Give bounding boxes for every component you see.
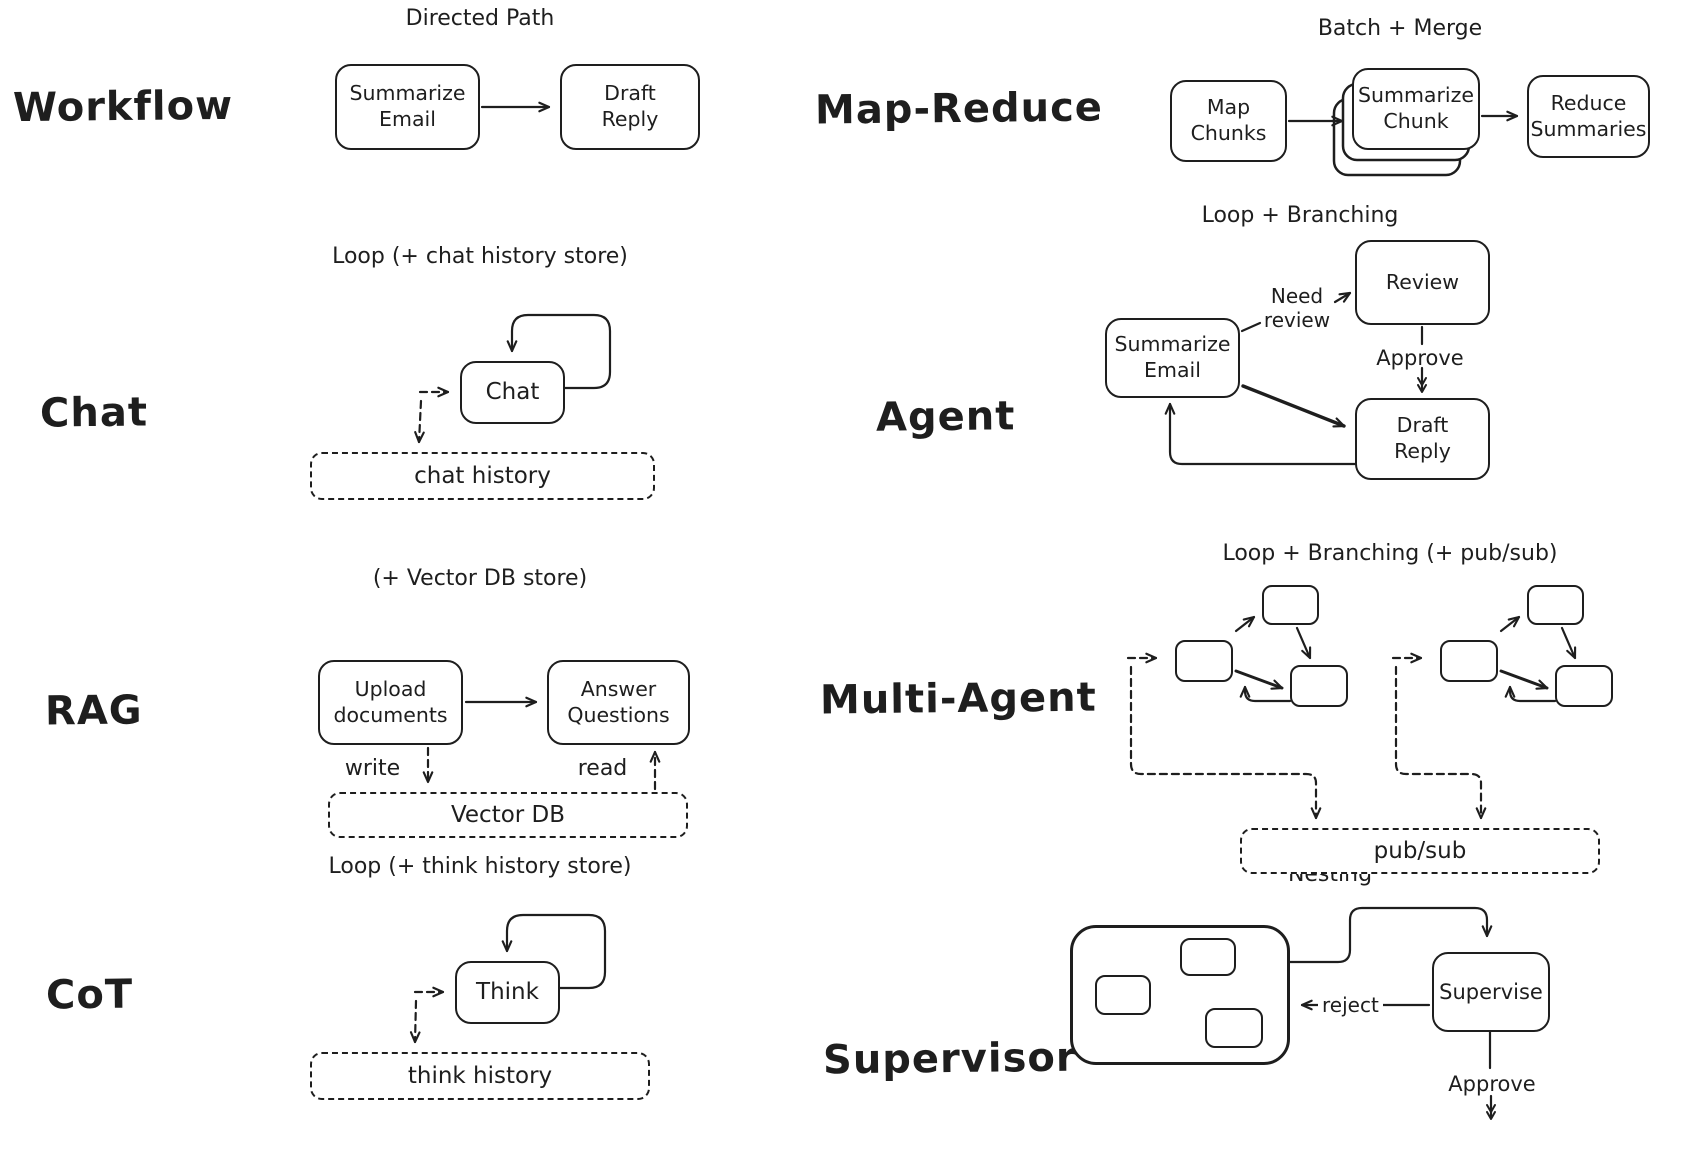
rag-read-label: read xyxy=(577,756,628,781)
supervisor-connector-edge xyxy=(1288,906,1493,964)
cluster2-top-arrow xyxy=(1499,615,1521,633)
cot-title: Loop (+ think history store) xyxy=(328,854,632,879)
cluster1-top-arrow xyxy=(1234,615,1256,633)
supervisor-inner-node-bottom xyxy=(1205,1008,1263,1048)
agent-approve-label: Approve xyxy=(1376,346,1464,370)
supervisor-label: Supervisor xyxy=(822,1034,1077,1084)
mapreduce-label: Map-Reduce xyxy=(814,84,1104,134)
supervisor-inner-node-left xyxy=(1095,975,1151,1015)
chat-store-edge xyxy=(414,399,425,444)
think-history-store: think history xyxy=(310,1052,650,1100)
rag-title: (+ Vector DB store) xyxy=(372,566,588,591)
cluster2-down-arrow xyxy=(1560,626,1577,660)
mapreduce-title: Batch + Merge xyxy=(1317,16,1483,41)
supervisor-approve-label: Approve xyxy=(1448,1072,1536,1096)
chat-loop-edge xyxy=(506,313,612,390)
mapreduce-node-map-chunks: Map Chunks xyxy=(1170,80,1287,162)
cluster2-thick-arrow xyxy=(1499,669,1549,690)
cluster2-pubsub-edge xyxy=(1394,665,1487,820)
rag-node-upload-documents: Upload documents xyxy=(318,660,463,745)
pubsub-store: pub/sub xyxy=(1240,828,1600,874)
agent-needreview-leader xyxy=(1240,321,1262,333)
workflow-node-draft-reply: Draft Reply xyxy=(560,64,700,150)
cluster1-node-top xyxy=(1262,585,1319,625)
cluster1-down-arrow xyxy=(1295,626,1312,660)
cluster2-node-top xyxy=(1527,585,1584,625)
multiagent-label: Multi-Agent xyxy=(819,674,1097,724)
cluster1-pubsub-edge xyxy=(1129,665,1322,820)
agent-node-summarize-email: Summarize Email xyxy=(1105,318,1240,398)
agent-node-review: Review xyxy=(1355,240,1490,325)
mapreduce-node-summarize-chunk: Summarize Chunk xyxy=(1352,68,1480,150)
chat-node-chat: Chat xyxy=(460,361,565,424)
supervisor-inner-node-top xyxy=(1180,938,1236,976)
agent-need-review-label: Need review xyxy=(1263,284,1331,332)
chat-history-store: chat history xyxy=(310,452,655,500)
cluster1-return-edge xyxy=(1239,685,1292,703)
supervisor-node-supervise: Supervise xyxy=(1432,952,1550,1032)
cot-store-edge xyxy=(409,999,421,1044)
agent-node-draft-reply: Draft Reply xyxy=(1355,398,1490,480)
supervisor-reject-label: reject xyxy=(1318,993,1383,1017)
cot-label: CoT xyxy=(45,971,134,1019)
agent-label: Agent xyxy=(875,393,1016,441)
agent-needreview-arrow xyxy=(1333,291,1352,304)
rag-label: RAG xyxy=(44,687,143,735)
vector-db-store: Vector DB xyxy=(328,792,688,838)
agent-title: Loop + Branching xyxy=(1201,203,1399,228)
cluster2-node-left xyxy=(1440,640,1498,682)
cot-node-think: Think xyxy=(455,961,560,1024)
cluster1-node-left xyxy=(1175,640,1233,682)
cluster2-node-bottom xyxy=(1555,665,1613,707)
chat-title: Loop (+ chat history store) xyxy=(332,244,628,269)
cluster1-thick-arrow xyxy=(1234,669,1284,690)
rag-write-label: write xyxy=(344,756,401,781)
workflow-label: Workflow xyxy=(12,82,234,132)
cot-loop-edge xyxy=(501,913,607,990)
cluster1-node-bottom xyxy=(1290,665,1348,707)
workflow-node-summarize-email: Summarize Email xyxy=(335,64,480,150)
cluster2-return-edge xyxy=(1504,685,1557,703)
agent-draft-arrow xyxy=(1241,384,1346,428)
rag-node-answer-questions: Answer Questions xyxy=(547,660,690,745)
mapreduce-node-reduce-summaries: Reduce Summaries xyxy=(1527,75,1650,158)
multiagent-title: Loop + Branching (+ pub/sub) xyxy=(1222,541,1558,566)
chat-label: Chat xyxy=(39,389,149,437)
workflow-title: Directed Path xyxy=(405,6,555,31)
agent-return-edge xyxy=(1164,402,1357,466)
